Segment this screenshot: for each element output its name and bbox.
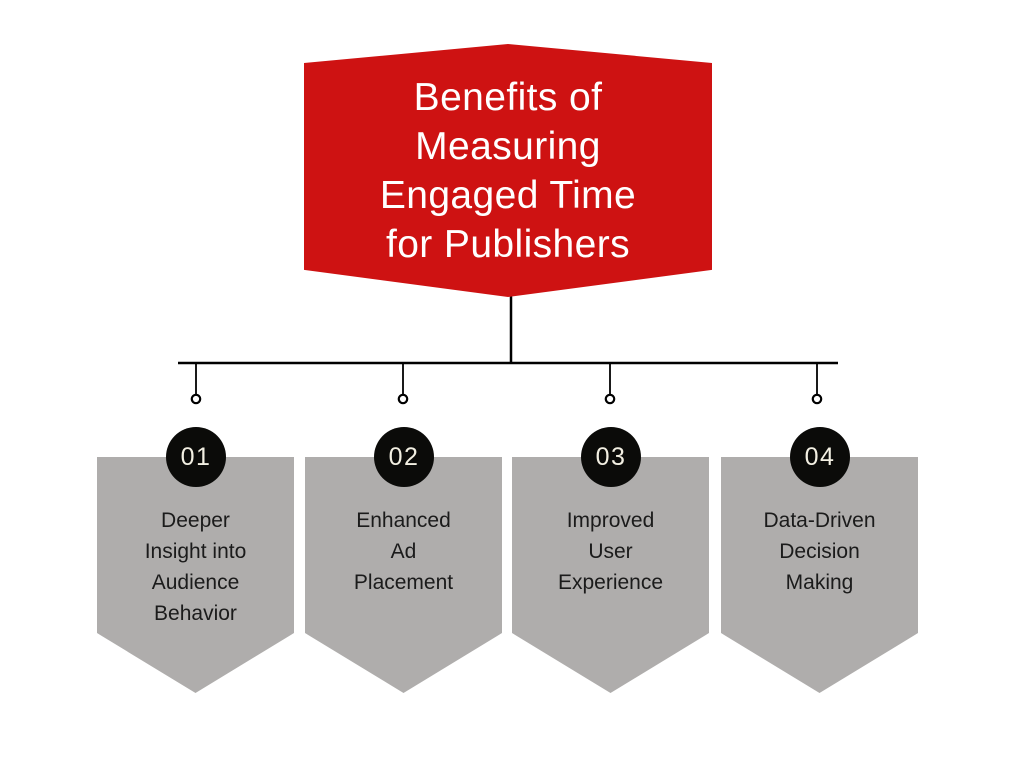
benefit-label-2: Enhanced Ad Placement bbox=[353, 509, 454, 594]
step-number-3: 03 bbox=[595, 442, 627, 471]
benefit-card-1: 01 Deeper Insight into Audience Behavior bbox=[97, 427, 294, 693]
benefit-card-4: 04 Data-Driven Decision Making bbox=[721, 427, 918, 693]
step-number-badge-4: 04 bbox=[789, 427, 850, 487]
benefit-label-1: Deeper Insight into Audience Behavior bbox=[144, 509, 247, 625]
step-number-2: 02 bbox=[388, 442, 420, 471]
step-number-badge-1: 01 bbox=[165, 427, 226, 487]
node-circle-4 bbox=[811, 393, 823, 405]
step-number-badge-3: 03 bbox=[580, 427, 641, 487]
diagram-title: Benefits of Measuring Engaged Time for P… bbox=[379, 75, 637, 266]
node-circle-1 bbox=[190, 393, 202, 405]
step-number-4: 04 bbox=[804, 442, 836, 471]
benefit-label-3: Improved User Experience bbox=[557, 509, 664, 594]
node-circle-2 bbox=[397, 393, 409, 405]
title-banner: Benefits of Measuring Engaged Time for P… bbox=[304, 44, 712, 297]
benefit-card-3: 03 Improved User Experience bbox=[512, 427, 709, 693]
step-number-1: 01 bbox=[180, 442, 212, 471]
step-number-badge-2: 02 bbox=[373, 427, 434, 487]
benefit-card-2: 02 Enhanced Ad Placement bbox=[305, 427, 502, 693]
benefit-label-4: Data-Driven Decision Making bbox=[763, 509, 876, 594]
node-circle-3 bbox=[604, 393, 616, 405]
